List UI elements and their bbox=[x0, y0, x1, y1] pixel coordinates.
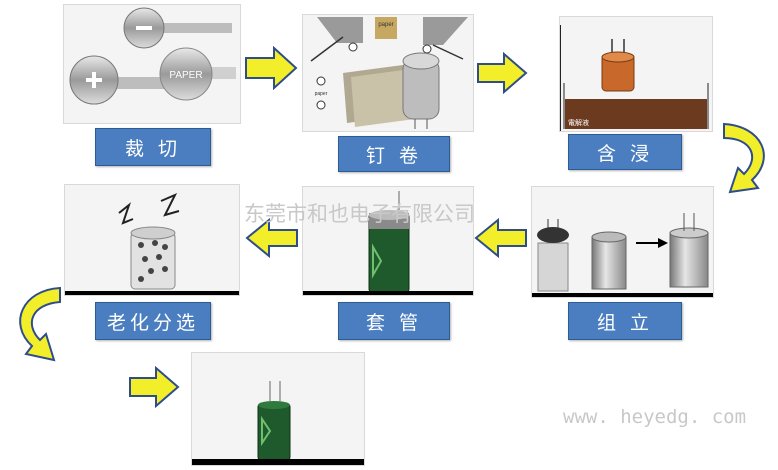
curved-arrow-right-down bbox=[723, 122, 765, 194]
cutting-illustration: PAPER bbox=[69, 7, 236, 105]
panel-sleeving bbox=[302, 186, 474, 296]
impregnation-illustration: 電解液 bbox=[560, 25, 709, 131]
paper-roll: PAPER bbox=[159, 47, 236, 101]
panel-winding: paper paper bbox=[302, 14, 474, 132]
panel-impregnation: 電解液 bbox=[559, 16, 713, 132]
final-product-illustration bbox=[192, 381, 364, 465]
paper-small-text: paper bbox=[315, 91, 328, 97]
electrolyte-bath bbox=[565, 99, 707, 129]
assembly-illustration bbox=[532, 213, 713, 297]
panel-cutting: PAPER bbox=[63, 4, 241, 124]
step-label-sleeving: 套 管 bbox=[338, 302, 450, 340]
arrow-left-2 bbox=[245, 218, 298, 258]
panel-final-product bbox=[191, 352, 365, 466]
panel-aging bbox=[64, 184, 240, 296]
arrow-left-1 bbox=[474, 218, 527, 258]
arrow-right-2 bbox=[477, 52, 528, 94]
step-label-aging-sorting: 老化分选 bbox=[95, 302, 211, 340]
positive-foil-roll bbox=[69, 55, 164, 105]
step-label-impregnation: 含 浸 bbox=[568, 134, 682, 170]
paper-roll-text: PAPER bbox=[169, 70, 202, 81]
paper-tag-text: paper bbox=[378, 22, 393, 28]
electrolyte-caption: 電解液 bbox=[568, 118, 589, 127]
step-label-assembly: 组 立 bbox=[568, 302, 682, 340]
step-label-cutting: 裁 切 bbox=[95, 128, 211, 166]
url-watermark: www. heyedg. com bbox=[563, 406, 747, 428]
company-watermark: 东莞市和也电子有限公司 bbox=[244, 202, 475, 226]
panel-assembly bbox=[531, 186, 714, 298]
step-label-winding: 钉 卷 bbox=[338, 136, 450, 172]
aging-illustration bbox=[65, 193, 239, 295]
arrow-right-1 bbox=[245, 46, 298, 90]
curved-arrow-left-down bbox=[19, 286, 61, 362]
negative-foil-roll bbox=[123, 7, 232, 49]
winding-illustration: paper paper bbox=[310, 17, 468, 129]
arrow-right-3 bbox=[129, 366, 180, 408]
sleeving-illustration bbox=[303, 191, 473, 295]
